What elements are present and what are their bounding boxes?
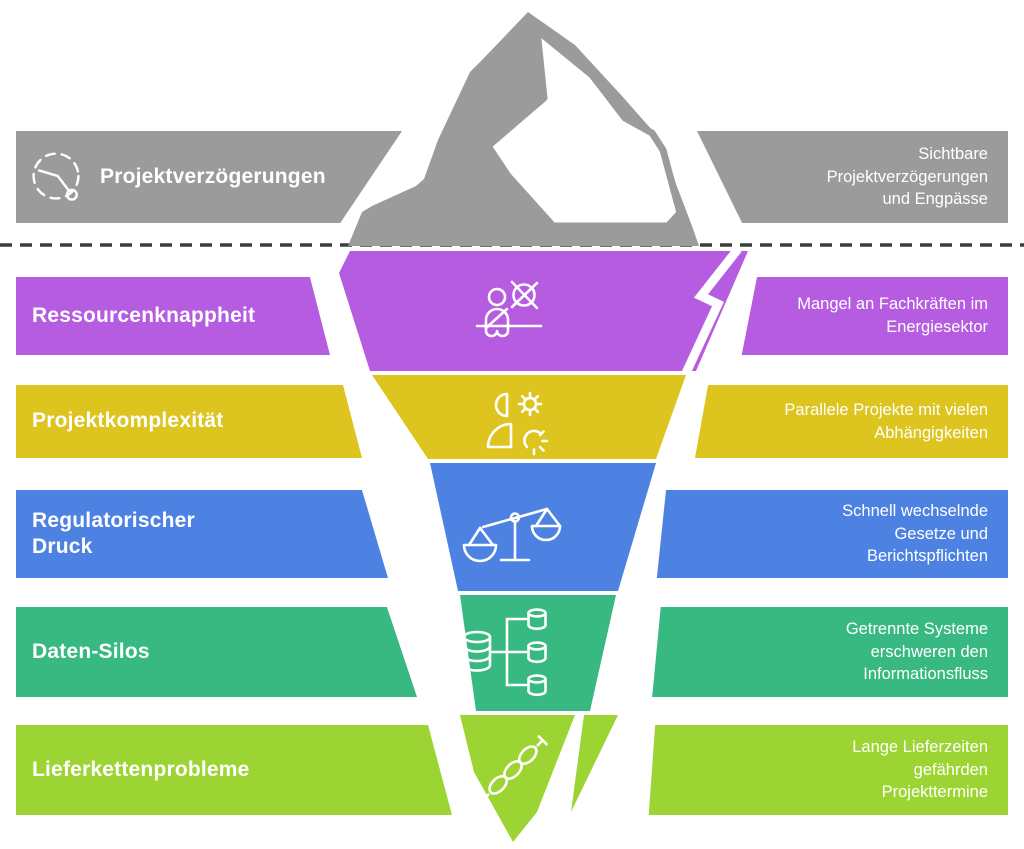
surface-description: Sichtbare Projektverzögerungen und Engpä… — [826, 144, 988, 209]
layer-label: Projektkomplexität — [32, 409, 224, 433]
layer-desc-band-lieferkettenprobleme: Lange Lieferzeiten gefährden Projektterm… — [648, 725, 1008, 815]
layer-label: Lieferkettenprobleme — [32, 757, 250, 781]
person-unavailable-icon — [475, 280, 543, 338]
layer-description: Parallele Projekte mit vielen Abhängigke… — [784, 400, 988, 442]
layer-label: Regulatorischer Druck — [32, 508, 195, 558]
layer-label: Ressourcenknappheit — [32, 303, 256, 327]
ice-shard — [571, 715, 618, 812]
layer-desc-band-regulatorischer-druck: Schnell wechselnde Gesetze und Berichtsp… — [656, 490, 1008, 578]
slice-projektkomplexitaet — [372, 375, 686, 459]
layer-label: Daten-Silos — [32, 639, 150, 663]
database-network-icon — [462, 608, 547, 697]
delay-clock-icon — [32, 152, 80, 201]
surface-band-right: Sichtbare Projektverzögerungen und Engpä… — [697, 131, 1008, 223]
surface-label: Projektverzögerungen — [100, 164, 326, 188]
iceberg-snow-face — [484, 26, 684, 230]
layer-description: Getrennte Systeme erschweren den Informa… — [845, 619, 988, 684]
layer-band-daten-silos: Daten-Silos — [16, 607, 417, 697]
layer-band-projektkomplexitaet: Projektkomplexität — [16, 385, 362, 458]
layer-description: Schnell wechselnde Gesetze und Berichtsp… — [842, 501, 988, 566]
layer-band-lieferkettenprobleme: Lieferkettenprobleme — [16, 725, 452, 815]
slice-ressourcenknappheit — [339, 251, 748, 371]
person-gears-icon — [486, 391, 549, 456]
layer-band-ressourcenknappheit: Ressourcenknappheit — [16, 277, 330, 355]
ice-crack — [681, 246, 742, 375]
layer-desc-band-projektkomplexitaet: Parallele Projekte mit vielen Abhängigke… — [694, 385, 1008, 458]
slice-lieferkettenprobleme — [460, 715, 575, 842]
layer-description: Mangel an Fachkräften im Energiesektor — [797, 295, 988, 336]
layer-desc-band-ressourcenknappheit: Mangel an Fachkräften im Energiesektor — [741, 277, 1008, 355]
layer-desc-band-daten-silos: Getrennte Systeme erschweren den Informa… — [652, 607, 1008, 697]
scales-icon — [462, 507, 562, 563]
slice-daten-silos — [460, 595, 616, 711]
layer-description: Lange Lieferzeiten gefährden Projektterm… — [852, 737, 988, 802]
chain-links-icon — [478, 735, 548, 805]
surface-band-left: Projektverzögerungen — [16, 131, 402, 223]
layer-band-regulatorischer-druck: Regulatorischer Druck — [16, 490, 388, 578]
